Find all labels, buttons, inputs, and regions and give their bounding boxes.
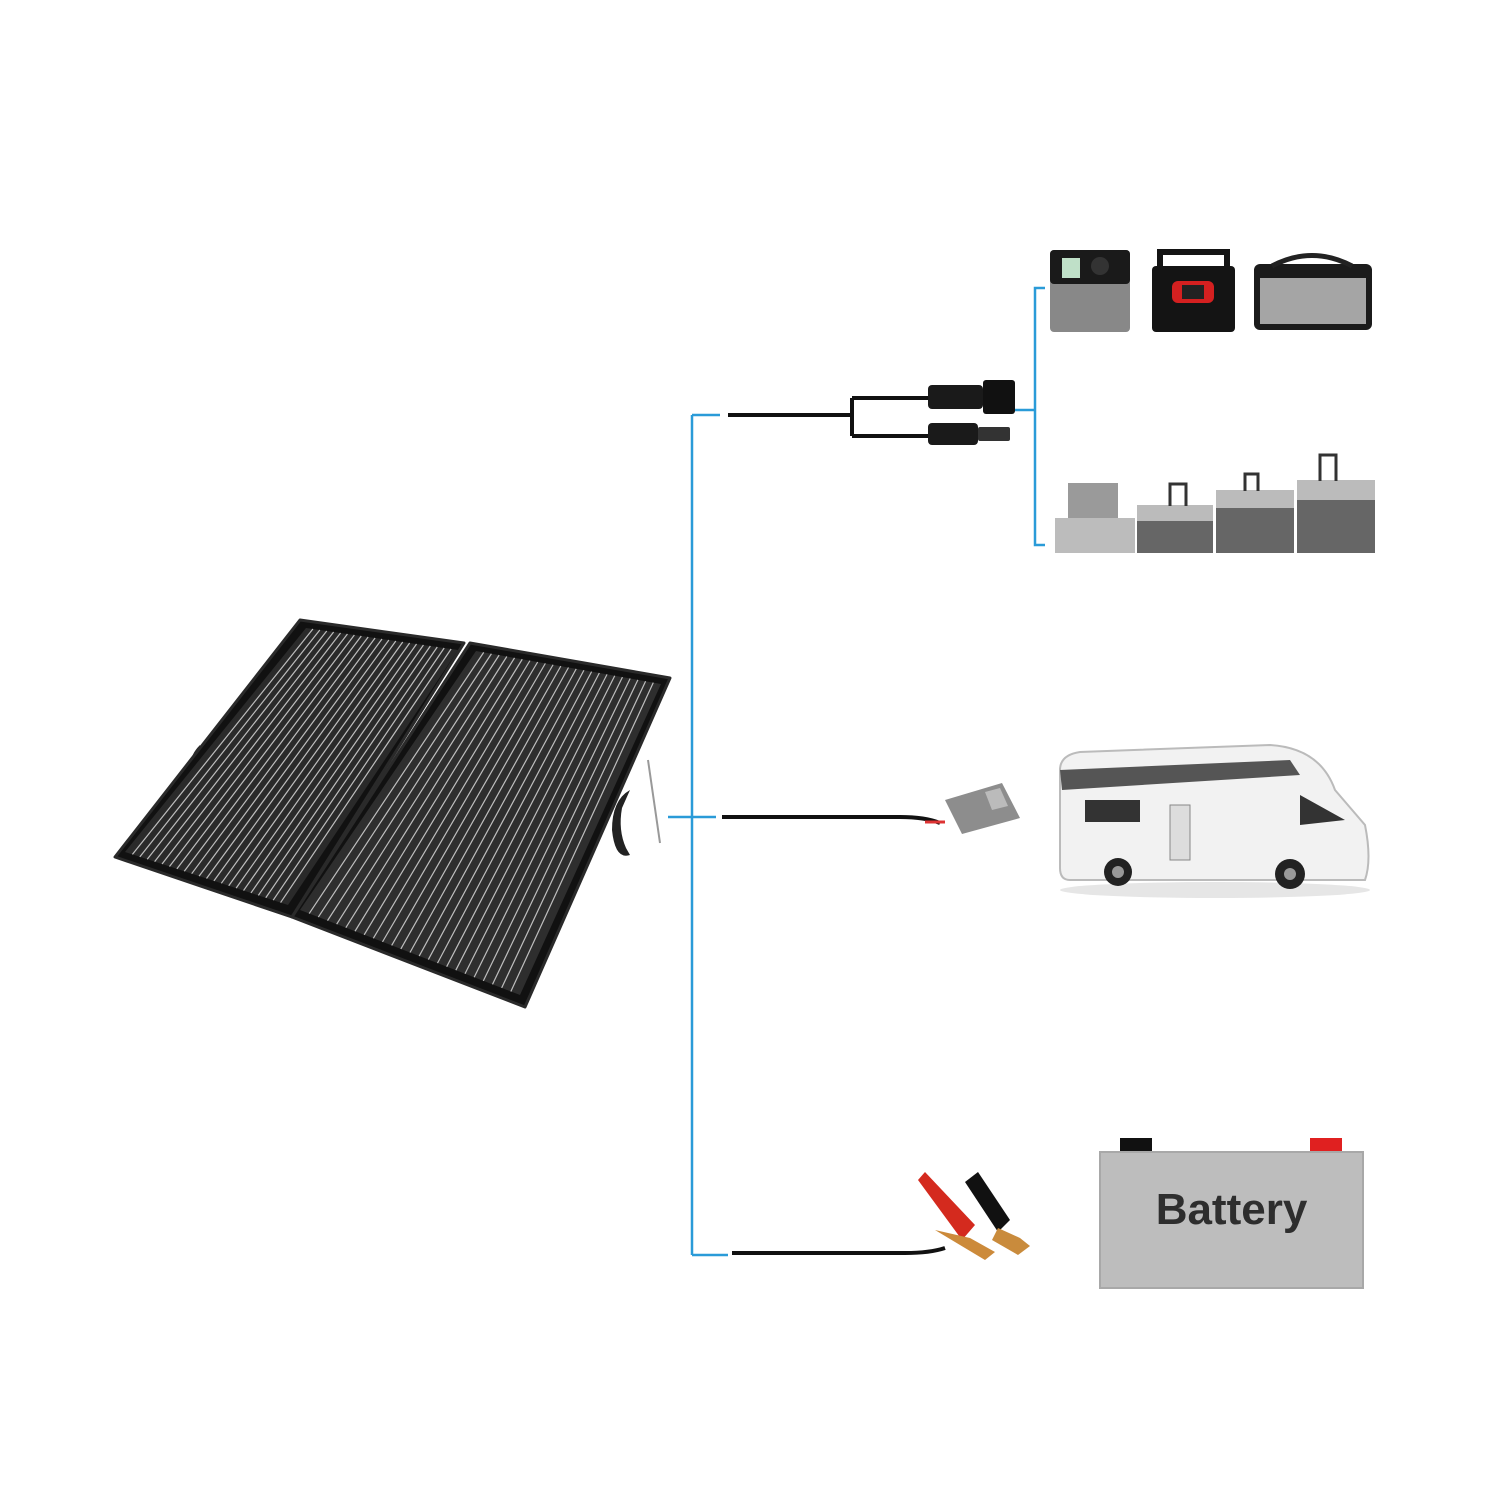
cell-stripe (206, 638, 383, 879)
mc4-connector-icon (728, 380, 1015, 445)
cell-stripe (139, 629, 321, 858)
connector-lines (668, 286, 1045, 1257)
cell-stripe (250, 644, 424, 894)
device-bracket (1015, 286, 1045, 547)
cell-stripe (161, 632, 342, 865)
cell-stripe (168, 633, 348, 867)
cell-stripe (482, 678, 631, 982)
cell-stripe (198, 637, 376, 877)
cell-stripe (131, 628, 314, 855)
cell-stripe (354, 658, 523, 932)
cell-stripe (510, 682, 654, 992)
solar-panel-icon (113, 618, 672, 1009)
cell-stripe (400, 665, 562, 950)
battery-label: Battery (1155, 1185, 1308, 1234)
cell-stripe (491, 679, 639, 985)
cell-stripe (317, 653, 492, 918)
cell-stripe (265, 646, 438, 899)
cell-stripe (381, 663, 546, 943)
portable-fridge-icon (1055, 453, 1375, 553)
cell-stripe (228, 641, 404, 887)
cell-stripe (501, 680, 647, 989)
cell-stripe (391, 664, 554, 946)
cell-stripe (345, 657, 516, 929)
cell-stripe (191, 636, 369, 875)
alligator-clip-icon (732, 1172, 1030, 1260)
motorhome-icon (1059, 743, 1370, 898)
cell-stripe (176, 634, 355, 870)
cell-stripe (308, 652, 485, 914)
cell-stripe (272, 647, 445, 901)
cell-stripe (455, 674, 608, 971)
anderson-plug-icon (722, 783, 1020, 834)
cell-stripe (336, 656, 508, 925)
cell-stripe (146, 630, 328, 860)
cell-stripe (473, 676, 623, 978)
battery-icon (1099, 1138, 1364, 1289)
cell-stripe (257, 645, 431, 896)
cell-stripe (213, 639, 390, 882)
cell-stripe (372, 661, 539, 939)
cell-stripe (427, 669, 585, 960)
cell-stripe (154, 631, 335, 863)
cell-stripe (326, 654, 500, 921)
cell-stripe (220, 640, 397, 884)
cell-stripe (409, 667, 570, 953)
cell-stripe (363, 660, 531, 936)
cell-stripe (243, 643, 418, 891)
power-station-icon (1050, 249, 1372, 332)
cell-stripe (446, 672, 600, 967)
cell-stripe (280, 648, 452, 903)
cell-stripe (235, 642, 411, 889)
cell-stripe (183, 635, 362, 872)
cell-stripe (436, 671, 593, 964)
cell-stripe (464, 675, 616, 975)
cell-stripe (418, 668, 577, 957)
